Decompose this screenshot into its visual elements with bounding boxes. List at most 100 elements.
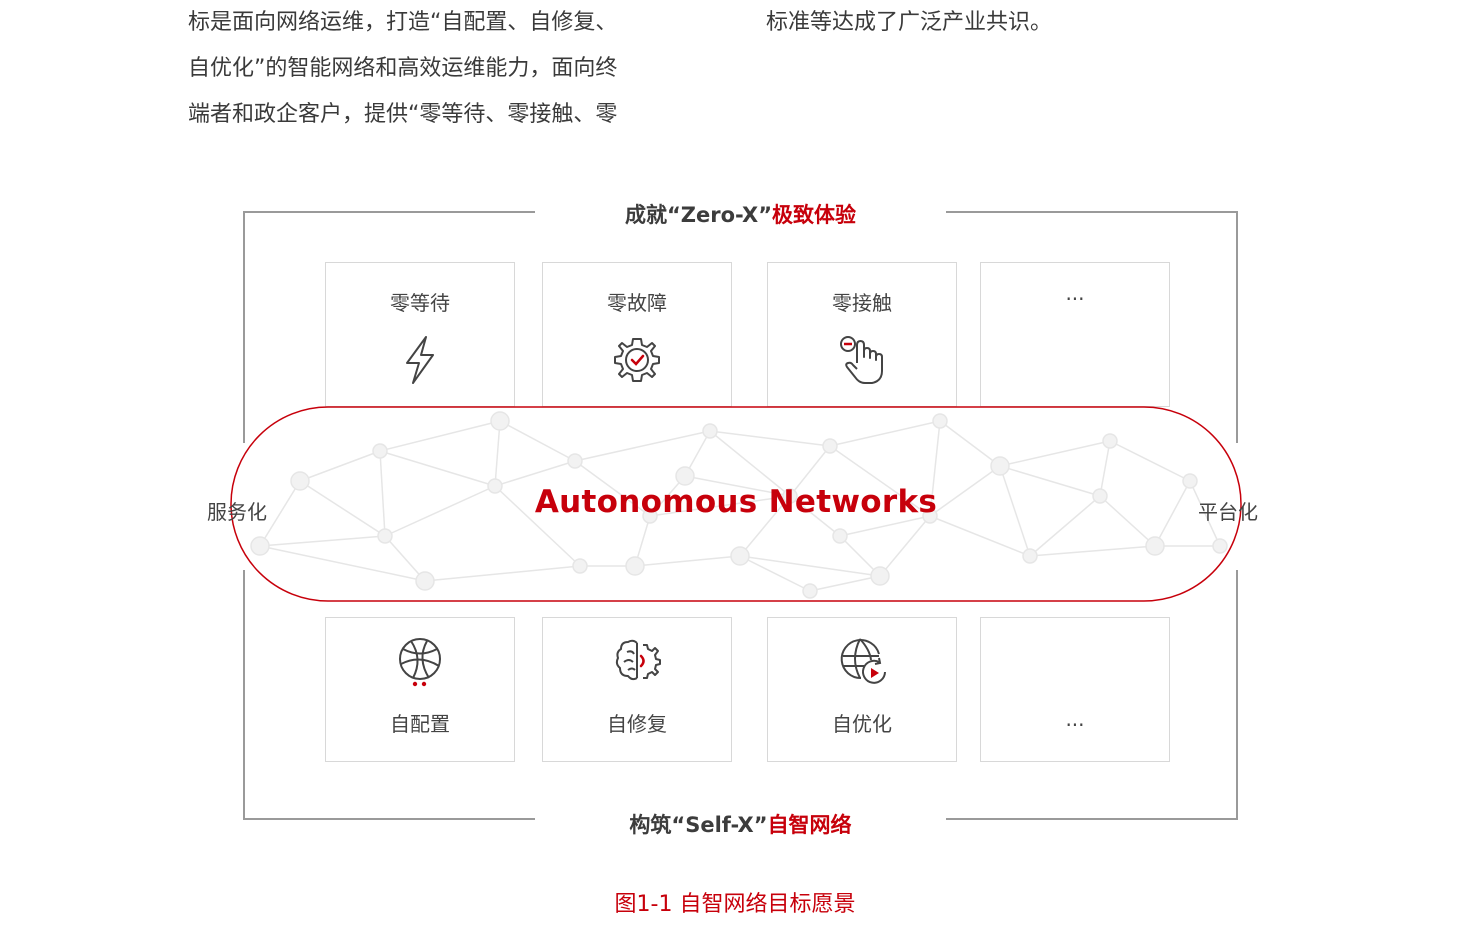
- mesh-node: [782, 488, 798, 504]
- frame-top-left-line: [243, 211, 535, 213]
- mesh-link: [299, 480, 386, 537]
- card-self-heal: 自修复: [542, 617, 732, 762]
- card-label: 零故障: [607, 291, 667, 315]
- mesh-node: [415, 571, 435, 591]
- mesh-link: [1109, 440, 1191, 482]
- mesh-node: [625, 556, 645, 576]
- mesh-node: [1092, 488, 1108, 504]
- mesh-link: [379, 450, 386, 537]
- mesh-link: [789, 445, 831, 497]
- mesh-link: [789, 495, 841, 537]
- mesh-node: [1212, 538, 1228, 554]
- card-self-config: 自配置: [325, 617, 515, 762]
- mesh-link: [999, 465, 1031, 557]
- mesh-link: [739, 555, 811, 592]
- mesh-link: [494, 460, 576, 487]
- mesh-node: [675, 466, 695, 486]
- card-label: 自修复: [607, 712, 667, 736]
- card-label: ···: [1065, 287, 1085, 311]
- mesh-link: [1099, 440, 1111, 497]
- mesh-link: [379, 420, 501, 452]
- paragraph-line: 标是面向网络运维，打造“自配置、自修复、: [188, 10, 618, 35]
- mesh-node: [802, 583, 818, 599]
- mesh-link: [1099, 495, 1156, 547]
- paragraph-line: 端者和政企客户，提供“零等待、零接触、零: [188, 102, 618, 127]
- mesh-link: [384, 485, 496, 537]
- mesh-link: [299, 450, 381, 482]
- mesh-node: [567, 453, 583, 469]
- lightning-icon: [406, 336, 434, 384]
- mesh-node: [832, 528, 848, 544]
- card-label: 零接触: [832, 291, 892, 315]
- mesh-link: [929, 515, 1031, 557]
- mesh-link: [999, 465, 1101, 497]
- frame-right-upper-line: [1236, 211, 1238, 443]
- mesh-link: [1029, 545, 1156, 557]
- mesh-link: [379, 450, 496, 487]
- mesh-link: [839, 515, 931, 537]
- mesh-link: [939, 420, 1001, 467]
- side-label-service: 服务化: [207, 500, 267, 524]
- mesh-link: [649, 495, 791, 517]
- mesh-link: [709, 430, 791, 497]
- frame-top-title: 成就“Zero-X”极致体验: [535, 199, 946, 229]
- paragraph-right: 标准等达成了广泛产业共识。: [766, 0, 1186, 46]
- mesh-link: [1029, 495, 1101, 557]
- mesh-link: [879, 515, 931, 577]
- card-zero-fault: 零故障: [542, 262, 732, 407]
- mesh-node: [730, 546, 750, 566]
- autonomous-networks-title: Autonomous Networks: [534, 484, 938, 520]
- mesh-link: [574, 460, 651, 517]
- mesh-link: [494, 420, 501, 487]
- paragraph-line: 标准等达成了广泛产业共识。: [766, 10, 1053, 35]
- mesh-node: [250, 536, 270, 556]
- mesh-link: [384, 535, 426, 582]
- mesh-node: [1145, 536, 1165, 556]
- frame-bottom-title: 构筑“Self-X”自智网络: [535, 809, 946, 839]
- mesh-link: [574, 430, 711, 462]
- frame-bottom-title-prefix: 构筑“Self-X”: [629, 813, 768, 837]
- frame-bottom-right-line: [946, 818, 1237, 820]
- mesh-node: [932, 413, 948, 429]
- frame-left-upper-line: [243, 211, 245, 443]
- mesh-link: [494, 485, 581, 567]
- frame-bottom-left-line: [243, 818, 535, 820]
- mesh-node: [1182, 473, 1198, 489]
- hand-pointer-icon: [840, 336, 883, 384]
- frame-top-title-accent: 极致体验: [772, 203, 857, 227]
- card-label: 零等待: [390, 291, 450, 315]
- mesh-link: [424, 565, 581, 582]
- mesh-link: [829, 445, 931, 517]
- network-mesh-background: [230, 406, 1242, 602]
- card-self-optimize: 自优化: [767, 617, 957, 762]
- card-zero-wait: 零等待: [325, 262, 515, 407]
- mesh-link: [499, 420, 576, 462]
- mesh-link: [929, 420, 941, 517]
- mesh-link: [1154, 480, 1191, 547]
- mesh-node: [922, 508, 938, 524]
- mesh-node: [1022, 548, 1038, 564]
- mesh-node: [290, 471, 310, 491]
- paragraph-left: 标是面向网络运维，打造“自配置、自修复、 自优化”的智能网络和高效运维能力，面向…: [188, 0, 728, 138]
- globe-refresh-icon: [840, 638, 886, 684]
- mesh-node: [870, 566, 890, 586]
- card-zero-touch: 零接触: [767, 262, 957, 407]
- gear-check-icon: [614, 338, 660, 382]
- frame-left-lower-line: [243, 570, 245, 820]
- card-label: 自优化: [832, 712, 892, 736]
- mesh-node: [990, 456, 1010, 476]
- mesh-link: [259, 535, 386, 547]
- mesh-node: [822, 438, 838, 454]
- mesh-node: [487, 478, 503, 494]
- mesh-node: [490, 411, 510, 431]
- card-more-bottom: ···: [980, 617, 1170, 762]
- mesh-node: [702, 423, 718, 439]
- mesh-node: [372, 443, 388, 459]
- figure-caption: 图1-1 自智网络目标愿景: [614, 892, 856, 917]
- mesh-link: [259, 545, 426, 582]
- mesh-link: [809, 575, 881, 592]
- brain-gear-icon: [615, 639, 661, 681]
- side-label-platform: 平台化: [1198, 500, 1258, 524]
- autonomous-networks-pill: Autonomous Networks: [230, 406, 1242, 602]
- card-label: ···: [1065, 713, 1085, 737]
